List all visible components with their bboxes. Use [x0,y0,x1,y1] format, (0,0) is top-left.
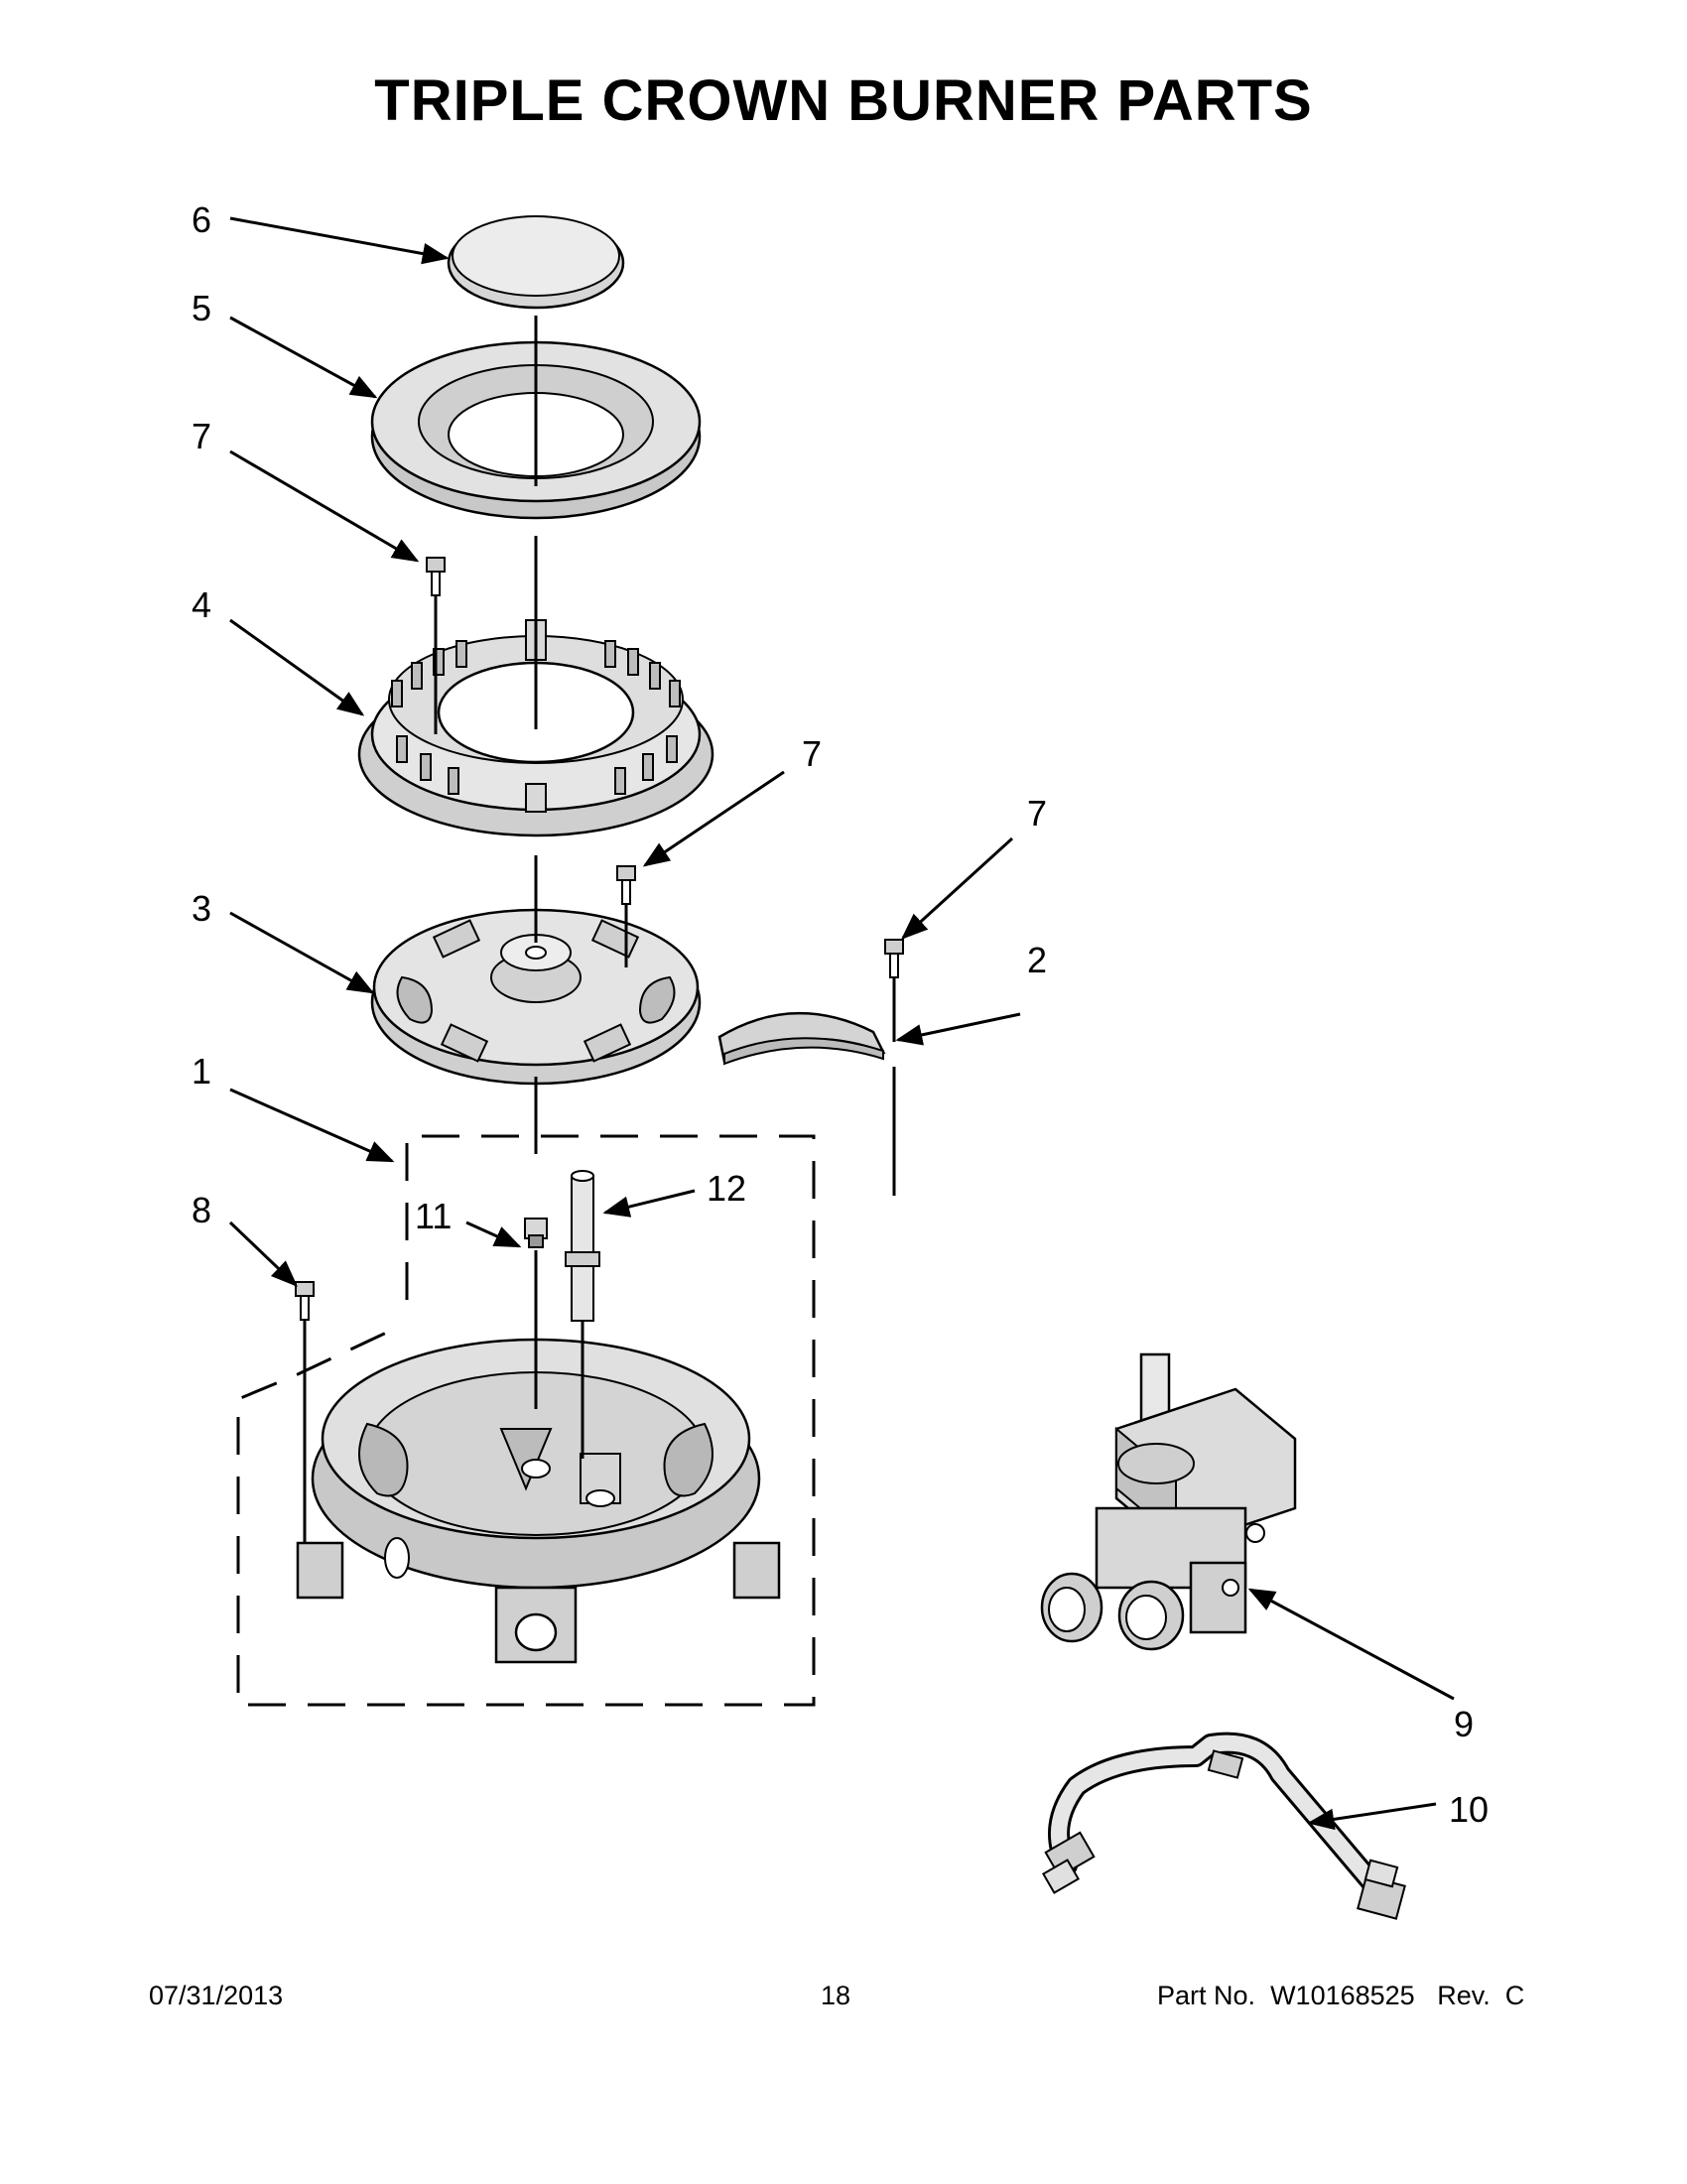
screw-part [884,939,904,978]
page-title: TRIPLE CROWN BURNER PARTS [374,68,1313,133]
callout-10: 10 [1449,1789,1489,1830]
gas-valve-part [1040,1352,1297,1651]
orifice-part [524,1218,548,1248]
callout-1: 1 [192,1051,211,1092]
callout-2: 2 [1027,940,1047,980]
callout-5: 5 [192,288,211,328]
callout-4: 4 [192,584,211,625]
part-label: Part No. [1157,1981,1256,2010]
callout-7: 7 [192,416,211,456]
part-number: W10168525 [1270,1981,1415,2010]
callout-9: 9 [1454,1704,1474,1744]
callout-7: 7 [802,733,822,774]
callout-11: 11 [415,1196,452,1236]
callout-6: 6 [192,199,211,240]
burner-cap-part [447,215,625,310]
rev-label: Rev. [1437,1981,1491,2010]
callout-3: 3 [192,888,211,929]
footer-date: 07/31/2013 [149,1981,284,2010]
burner-spreader-plate-part [370,908,702,1086]
callout-7: 7 [1027,793,1047,834]
gas-tube-part [1042,1732,1406,1920]
heat-shield-part [717,1012,886,1066]
footer-part-info: Part No. W10168525 Rev. C [1157,1981,1524,2011]
electrode-part [565,1170,600,1322]
screw-part [616,865,636,905]
rev-value: C [1504,1981,1525,2010]
footer-page-number: 18 [821,1981,851,2010]
assembly-axis-lines [303,316,896,1543]
screw-part [295,1281,315,1321]
callout-12: 12 [707,1168,746,1209]
leader-arrows [228,216,1455,1831]
screw-part [426,557,446,596]
burner-base-assembly-part [296,1338,781,1664]
callout-8: 8 [192,1190,211,1230]
